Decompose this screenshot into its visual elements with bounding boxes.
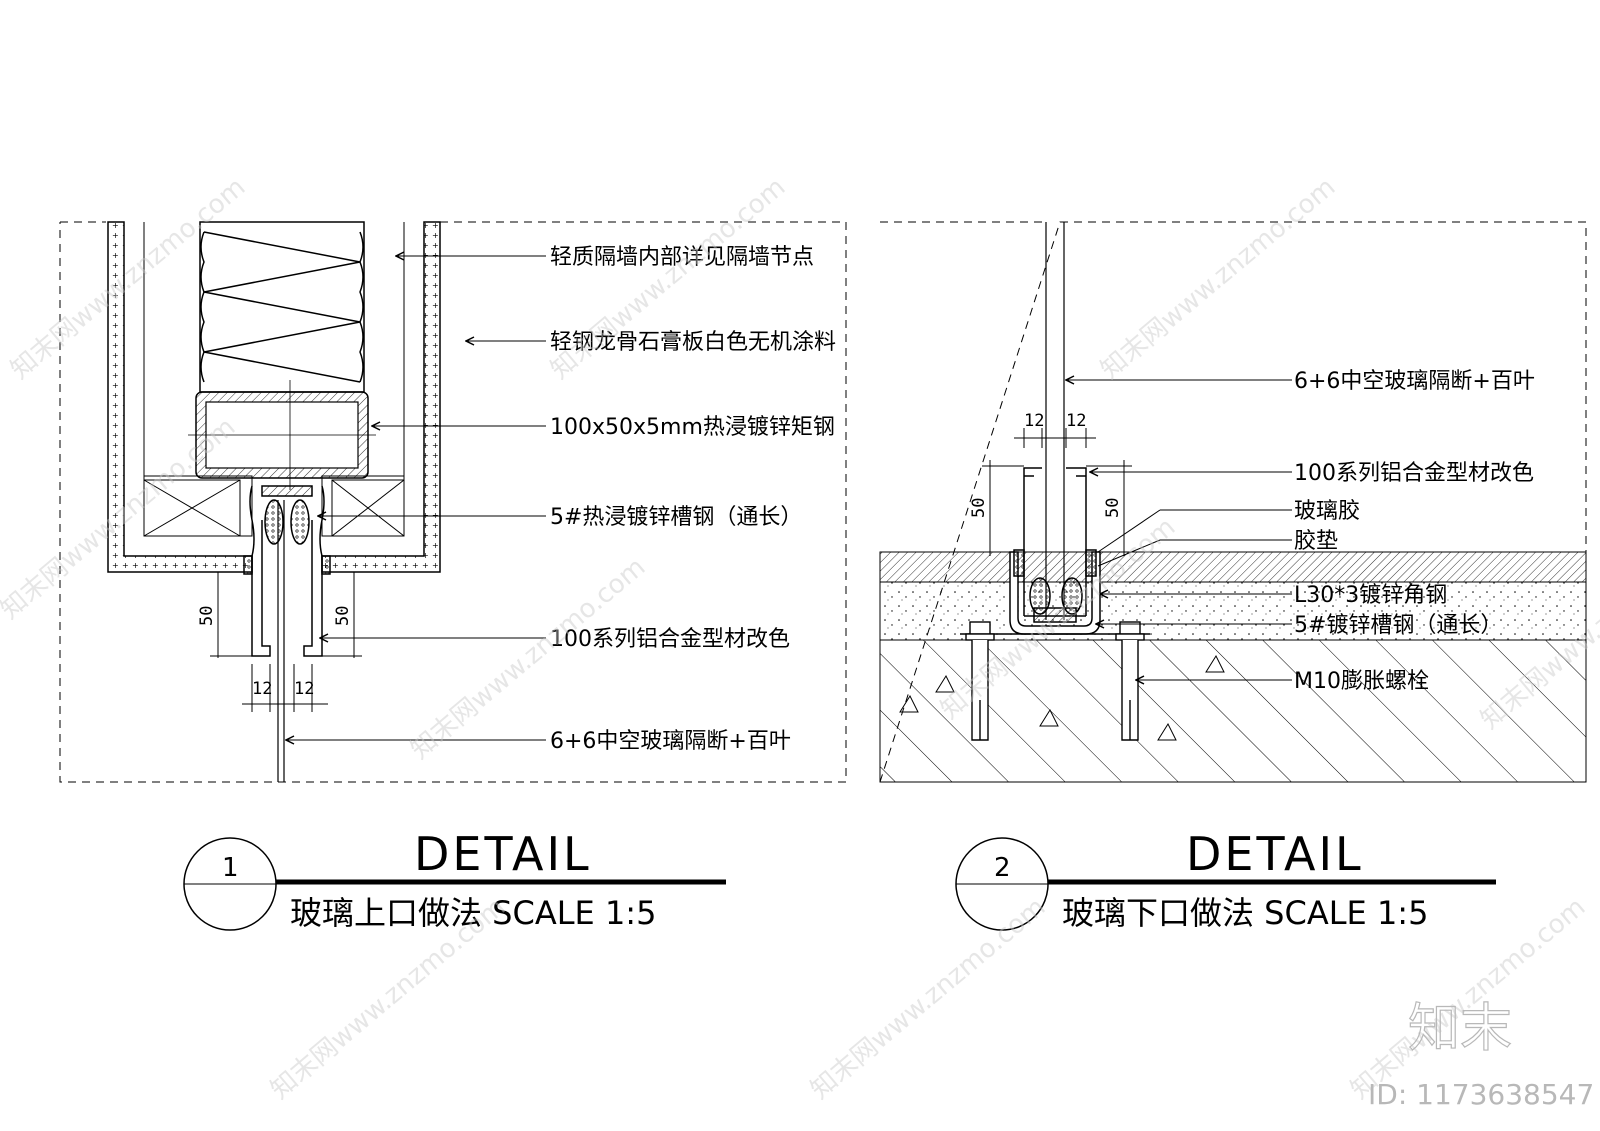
detail-1-frame (59, 221, 847, 783)
dim-right-50: 50 (1103, 498, 1123, 518)
alu-profile-bottom (1013, 467, 1097, 623)
label-rect-steel: 100x50x5mm热浸镀锌矩钢 (550, 415, 835, 440)
dim-left-50: 50 (197, 606, 217, 626)
label-gypsum: 轻钢龙骨石膏板白色无机涂料 (550, 330, 836, 355)
label-glass: 6+6中空玻璃隔断+百叶 (550, 729, 791, 754)
rect-steel-tube (188, 380, 376, 490)
watermark-text: 知末网www.znzmo.com (805, 892, 1051, 1105)
watermark-text: 知末网www.znzmo.com (1095, 172, 1341, 385)
watermark-logo: 知末 (1408, 999, 1512, 1059)
glass-top (277, 500, 285, 782)
insulation (199, 221, 365, 393)
label-partition: 轻质隔墙内部详见隔墙节点 (550, 245, 814, 270)
dim-right-12: 12 (294, 679, 314, 699)
dim-left-50: 50 (969, 498, 989, 518)
expansion-bolts (965, 621, 1145, 741)
label-sealant: 玻璃胶 (1294, 499, 1360, 524)
detail-1-subtitle: 玻璃上口做法 SCALE 1:5 (290, 894, 656, 932)
detail-2-title: DETAIL (1186, 827, 1364, 881)
dim-right-50: 50 (333, 606, 353, 626)
timber-block (143, 479, 405, 537)
dims-1 (210, 571, 362, 712)
dims-2 (982, 428, 1132, 556)
detail-2-number: 2 (994, 853, 1011, 883)
label-bolt: M10膨胀螺栓 (1294, 669, 1429, 694)
dim-left-12: 12 (1024, 411, 1044, 431)
dim-right-12: 12 (1066, 411, 1086, 431)
dim-left-12: 12 (252, 679, 272, 699)
screed-layer (879, 581, 1587, 641)
detail-2-subtitle: 玻璃下口做法 SCALE 1:5 (1062, 894, 1428, 932)
concrete-slab (879, 639, 1587, 783)
floor-finish (879, 551, 1587, 583)
label-angle: L30*3镀锌角钢 (1294, 583, 1447, 608)
detail-1-title: DETAIL (414, 827, 592, 881)
label-alu-profile: 100系列铝合金型材改色 (550, 627, 790, 652)
label-glass: 6+6中空玻璃隔断+百叶 (1294, 369, 1535, 394)
detail-1: 50 50 12 12 轻质隔墙内部详见隔墙节点 轻钢龙骨石膏板白色无机涂料 1… (59, 221, 847, 932)
label-channel: 5#热浸镀锌槽钢（通长） (550, 505, 802, 530)
label-channel: 5#镀锌槽钢（通长） (1294, 613, 1502, 638)
watermark-id: ID: 1173638547 (1368, 1078, 1594, 1111)
label-gasket: 胶垫 (1294, 529, 1338, 554)
glass-bottom (1045, 222, 1065, 620)
label-alu-profile: 100系列铝合金型材改色 (1294, 461, 1534, 486)
detail-1-number: 1 (222, 853, 239, 883)
alu-profile-top (243, 485, 331, 657)
detail-2: 50 50 12 12 6+6中空玻璃隔断+百叶 100系列铝合金型材改色 玻璃… (879, 221, 1587, 932)
